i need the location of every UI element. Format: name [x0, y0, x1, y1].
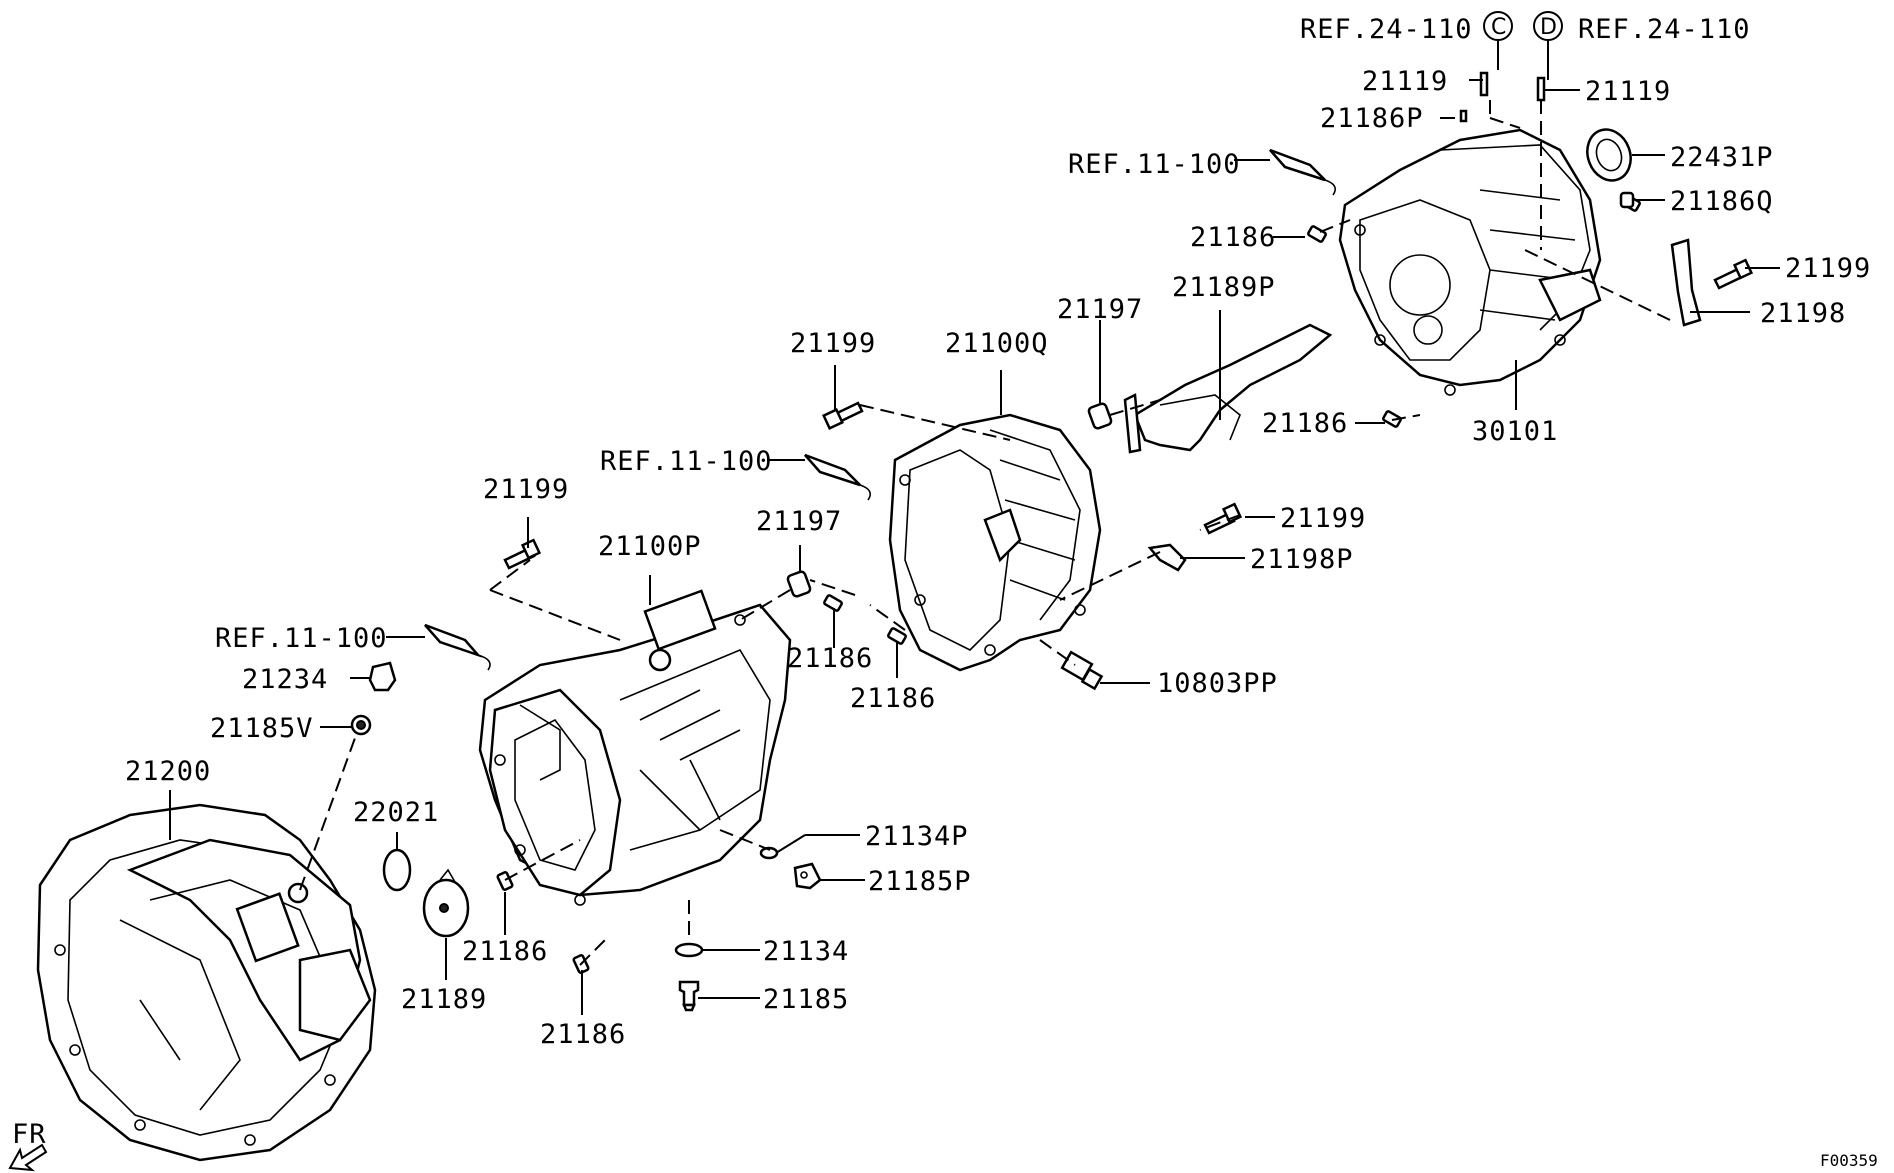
plate-21189 — [422, 868, 470, 938]
part-label-21234[interactable]: 21234 — [242, 664, 328, 695]
plug-21185V — [350, 714, 372, 736]
ref-circle-c — [1483, 11, 1513, 41]
ref-label-11-100[interactable]: REF.11-100 — [600, 446, 773, 477]
part-label-21186[interactable]: 21186 — [1190, 222, 1276, 253]
figure-code: F00359 — [1820, 1151, 1878, 1170]
seal-22431P — [1586, 128, 1632, 182]
leader-lines — [169, 40, 1780, 1015]
sensor-10803PP — [1060, 650, 1104, 691]
part-label-21199[interactable]: 21199 — [790, 328, 876, 359]
studs-21119 — [1479, 71, 1546, 102]
part-label-21186[interactable]: 21186 — [540, 1019, 626, 1050]
bracket-21198 — [1670, 238, 1702, 327]
ref-label-24-110-c[interactable]: REF.24-110 — [1300, 14, 1473, 45]
cap-21234 — [368, 661, 397, 692]
part-label-21189P[interactable]: 21189P — [1172, 272, 1276, 303]
bolts-21199 — [503, 258, 1754, 570]
part-label-21197[interactable]: 21197 — [1057, 294, 1143, 325]
part-label-21100Q[interactable]: 21100Q — [945, 328, 1049, 359]
plug-21186Q — [1619, 191, 1635, 209]
ref-circle-d — [1533, 11, 1563, 41]
part-label-21186[interactable]: 21186 — [787, 643, 873, 674]
oring-21134 — [674, 942, 704, 958]
part-label-21197[interactable]: 21197 — [756, 506, 842, 537]
part-label-21186[interactable]: 21186 — [1262, 408, 1348, 439]
circle-letter-c: C — [1491, 15, 1506, 40]
part-label-21199[interactable]: 21199 — [1785, 253, 1871, 284]
part-label-21185P[interactable]: 21185P — [868, 866, 972, 897]
part-label-21100P[interactable]: 21100P — [598, 531, 702, 562]
part-label-21189[interactable]: 21189 — [401, 984, 487, 1015]
circle-letter-d: D — [1540, 15, 1557, 40]
clip-21198P — [1147, 543, 1187, 572]
ref-label-11-100[interactable]: REF.11-100 — [215, 623, 388, 654]
part-label-21134P[interactable]: 21134P — [865, 821, 969, 852]
part-label-21186P[interactable]: 21186P — [1320, 103, 1424, 134]
part-label-21199[interactable]: 21199 — [1280, 503, 1366, 534]
case-21100Q — [888, 413, 1102, 672]
part-label-21198[interactable]: 21198 — [1760, 298, 1846, 329]
breather-ref-11-100 — [424, 148, 1336, 671]
case-21100P — [478, 589, 792, 906]
part-label-21186[interactable]: 21186 — [850, 683, 936, 714]
part-label-22431P[interactable]: 22431P — [1670, 142, 1774, 173]
plug-21185P — [793, 862, 822, 890]
part-label-21199[interactable]: 21199 — [483, 474, 569, 505]
dashed-assembly-lines — [299, 100, 1671, 966]
part-label-21200[interactable]: 21200 — [125, 756, 211, 787]
sleeves-21197 — [786, 402, 1113, 598]
part-label-21198P[interactable]: 21198P — [1250, 544, 1354, 575]
ref-label-11-100[interactable]: REF.11-100 — [1068, 149, 1241, 180]
part-label-21185V[interactable]: 21185V — [210, 713, 314, 744]
part-label-21186Q[interactable]: 21186Q — [1670, 186, 1774, 217]
seal-22021 — [382, 848, 412, 892]
part-label-30101[interactable]: 30101 — [1472, 416, 1558, 447]
part-label-22021[interactable]: 22021 — [353, 797, 439, 828]
ref-label-24-110-d[interactable]: REF.24-110 — [1578, 14, 1751, 45]
part-label-21119[interactable]: 21119 — [1362, 66, 1448, 97]
part-label-21134[interactable]: 21134 — [763, 936, 849, 967]
bracket-21189P — [1123, 323, 1333, 454]
rear-housing-30101 — [1338, 128, 1602, 396]
front-direction-indicator: FR — [8, 1119, 48, 1172]
part-label-10803PP[interactable]: 10803PP — [1157, 668, 1278, 699]
fr-label: FR — [12, 1119, 47, 1150]
front-arrow-icon — [8, 1143, 48, 1172]
bell-housing-21200 — [36, 803, 377, 1162]
part-label-21186[interactable]: 21186 — [462, 936, 548, 967]
part-label-21185[interactable]: 21185 — [763, 984, 849, 1015]
drain-plug-21185 — [678, 980, 700, 1012]
part-label-21119[interactable]: 21119 — [1585, 76, 1671, 107]
